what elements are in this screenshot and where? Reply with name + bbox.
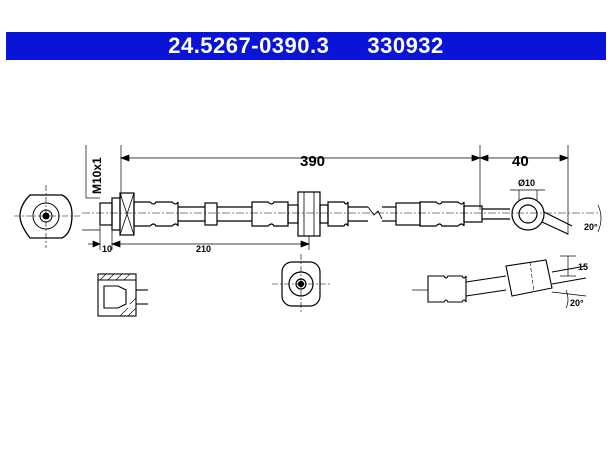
bracket-end-view [272, 254, 330, 314]
dimension-210: 210 [196, 244, 211, 254]
section-detail [97, 273, 148, 317]
dimension-390: 390 [300, 153, 325, 170]
offset-label: 15 [578, 262, 588, 272]
angle-detail [412, 255, 587, 309]
left-end-view [14, 185, 80, 248]
dimension-thread: M10x1 [90, 157, 104, 194]
part-number: 24.5267-0390.3 [168, 33, 330, 58]
alt-number: 330932 [367, 33, 444, 58]
angle-bottom-label: 20° [570, 298, 584, 308]
dimension-40: 40 [512, 153, 529, 170]
dimension-diameter: Ø10 [518, 178, 535, 188]
dimension-lines [82, 145, 602, 250]
hose-assembly [82, 191, 600, 237]
title-bar: 24.5267-0390.3 330932 [6, 32, 606, 60]
dimension-10: 10 [102, 244, 112, 254]
angle-top-label: 20° [584, 222, 598, 232]
